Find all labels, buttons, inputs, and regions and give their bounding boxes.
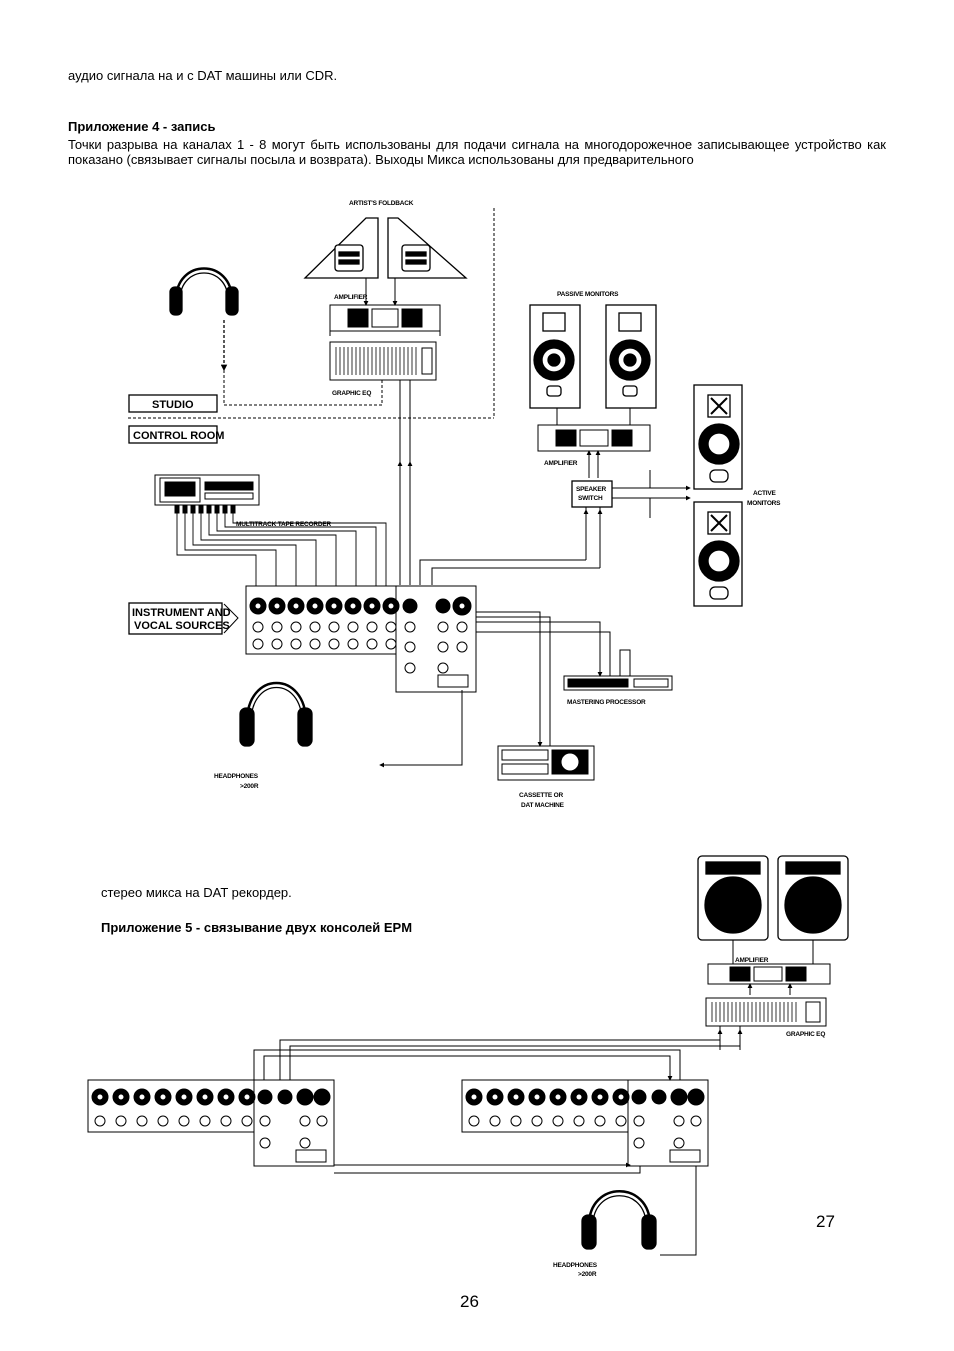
top-text-line: аудио сигнала на и с DAT машины или CDR. (68, 68, 338, 83)
control-room-headphones (239, 681, 313, 747)
label-speaker-switch-1: SPEAKER (576, 486, 607, 493)
label-amplifier-2: AMPLIFIER (544, 460, 578, 467)
label-headphones-2: >200R (240, 783, 259, 790)
label-artists-foldback: ARTIST'S FOLDBACK (349, 200, 414, 207)
cassette-dat-machine (497, 745, 595, 781)
passive-monitor-left (529, 304, 581, 409)
headphones-d2 (581, 1190, 657, 1250)
label-cassette-2: DAT MACHINE (521, 802, 565, 809)
studio-headphones (169, 267, 239, 372)
appendix-4-heading: Приложение 4 - запись (68, 119, 216, 134)
label-instrument-1: INSTRUMENT AND (132, 607, 231, 619)
label-headphones-d2-2: >200R (578, 1271, 597, 1278)
mixer-console-b (461, 1079, 709, 1167)
pa-speaker-left (697, 855, 769, 941)
mastering-processor (563, 675, 673, 691)
label-control-room: CONTROL ROOM (133, 430, 224, 442)
monitor-amplifier (537, 424, 651, 452)
recording-diagram: ARTIST'S FOLDBACK AMPLIFIER GRAPHIC EQ (128, 200, 781, 809)
label-headphones-d2-1: HEADPHONES (553, 1262, 598, 1269)
foldback-amplifier (329, 304, 441, 336)
foldback-graphic-eq (329, 341, 437, 381)
mixer-console-1 (245, 585, 477, 693)
label-amplifier-d2: AMPLIFIER (735, 957, 769, 964)
label-studio: STUDIO (152, 399, 194, 411)
pa-amplifier (707, 963, 831, 985)
label-active-monitors-1: ACTIVE (753, 490, 777, 497)
mid-text-line: стерео микса на DAT рекордер. (101, 885, 292, 900)
label-multitrack: MULTITRACK TAPE RECORDER (236, 521, 331, 528)
linking-consoles-diagram: AMPLIFIER GRAPHIC EQ (87, 855, 849, 1278)
label-speaker-switch-2: SWITCH (578, 495, 603, 502)
page-number-right: 27 (816, 1212, 835, 1231)
mixer-console-a (87, 1079, 335, 1167)
multitrack-recorder (154, 474, 260, 514)
label-passive-monitors: PASSIVE MONITORS (557, 291, 619, 298)
active-monitor-top (693, 384, 743, 490)
appendix-5-heading: Приложение 5 - связывание двух консолей … (101, 920, 413, 935)
pa-graphic-eq (705, 997, 827, 1027)
studio-divider (128, 208, 495, 419)
passive-monitor-right (605, 304, 657, 409)
pa-speaker-right (777, 855, 849, 941)
appendix-4-paragraph: Точки разрыва на каналах 1 - 8 могут быт… (68, 137, 886, 167)
label-active-monitors-2: MONITORS (747, 500, 781, 507)
label-mastering: MASTERING PROCESSOR (567, 699, 646, 706)
label-graphic-eq-d2: GRAPHIC EQ (786, 1031, 825, 1038)
label-graphic-eq: GRAPHIC EQ (332, 390, 371, 397)
label-amplifier: AMPLIFIER (334, 294, 368, 301)
active-monitor-bottom (693, 501, 743, 607)
page-number-left: 26 (460, 1292, 479, 1311)
label-instrument-2: VOCAL SOURCES (134, 620, 230, 632)
label-cassette-1: CASSETTE OR (519, 792, 564, 799)
foldback-wedge-left (303, 217, 379, 279)
foldback-wedge-right (387, 217, 468, 279)
label-headphones-1: HEADPHONES (214, 773, 259, 780)
